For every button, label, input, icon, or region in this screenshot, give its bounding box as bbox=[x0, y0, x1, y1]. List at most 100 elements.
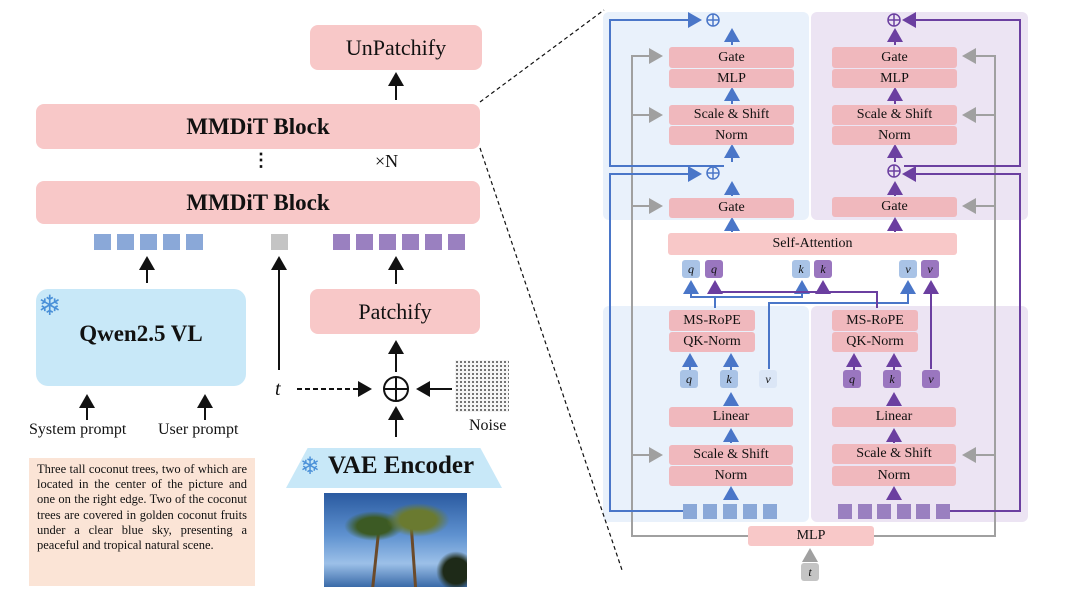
snowflake-icon: ❄ bbox=[38, 291, 62, 322]
image-linear: Linear bbox=[832, 407, 956, 427]
unpatchify-label: UnPatchify bbox=[345, 34, 447, 60]
input-image-palm-trees bbox=[324, 493, 467, 587]
text-description: Three tall coconut trees, two of which a… bbox=[29, 458, 255, 586]
label: Self-Attention bbox=[772, 236, 853, 251]
unpatchify-block: UnPatchify bbox=[310, 25, 482, 70]
text-scale-shift-top: Scale & Shift bbox=[669, 105, 794, 125]
label: MS-RoPE bbox=[846, 312, 904, 328]
image-token bbox=[448, 234, 465, 250]
label: Gate bbox=[881, 199, 908, 214]
image-token bbox=[356, 234, 373, 250]
text-token bbox=[163, 234, 180, 250]
image-v: v bbox=[922, 370, 940, 388]
image-token bbox=[896, 504, 911, 519]
timestep-token bbox=[271, 234, 288, 250]
attn-v-image: v bbox=[921, 260, 939, 278]
text-token bbox=[94, 234, 111, 250]
text-add-mid bbox=[706, 166, 720, 180]
image-gate-mid: Gate bbox=[832, 197, 957, 217]
vae-encoder-block bbox=[286, 448, 502, 488]
label: Norm bbox=[715, 127, 748, 143]
image-token bbox=[425, 234, 442, 250]
label: Norm bbox=[877, 468, 911, 483]
label: MLP bbox=[717, 70, 746, 86]
text-residual-2 bbox=[609, 12, 724, 167]
text-token bbox=[186, 234, 203, 250]
zoom-line-bottom bbox=[479, 147, 623, 571]
ellipsis: ⋮ bbox=[252, 150, 270, 170]
image-token bbox=[877, 504, 891, 519]
image-add-mid bbox=[887, 164, 901, 178]
mmdit-block-top: MMDiT Block bbox=[36, 104, 480, 149]
image-k: k bbox=[883, 370, 901, 388]
image-gate-top: Gate bbox=[832, 47, 957, 68]
image-qk-norm: QK-Norm bbox=[832, 332, 918, 352]
right-timestep-token: t bbox=[801, 563, 819, 581]
image-token bbox=[402, 234, 419, 250]
label: MLP bbox=[880, 70, 909, 86]
text-token bbox=[140, 234, 157, 250]
text-mlp: MLP bbox=[669, 69, 794, 88]
qwen-block: ❄ Qwen2.5 VL bbox=[36, 289, 246, 386]
image-scale-shift-top: Scale & Shift bbox=[832, 105, 957, 125]
image-mlp: MLP bbox=[832, 69, 957, 88]
snowflake-icon-vae: ❄ bbox=[300, 454, 321, 480]
text-scale-shift-bottom: Scale & Shift bbox=[669, 445, 793, 465]
image-token bbox=[916, 504, 930, 519]
label: QK-Norm bbox=[683, 334, 741, 349]
timestep-line-left bbox=[631, 48, 748, 537]
label: MLP bbox=[796, 528, 826, 543]
patchify-label: Patchify bbox=[358, 298, 432, 324]
label: Norm bbox=[714, 468, 748, 483]
label: Gate bbox=[881, 49, 908, 65]
timestep-label: t bbox=[275, 378, 281, 400]
text-norm-top: Norm bbox=[669, 126, 794, 145]
text-gate-top: Gate bbox=[669, 47, 794, 68]
qwen-label: Qwen2.5 VL bbox=[79, 321, 203, 346]
text-qk-norm: QK-Norm bbox=[669, 332, 755, 352]
image-residual-1 bbox=[902, 166, 1021, 512]
text-token bbox=[703, 504, 717, 519]
image-norm-bottom: Norm bbox=[832, 466, 956, 486]
mmdit-bottom-label: MMDiT Block bbox=[186, 189, 330, 215]
text-add-top bbox=[706, 13, 720, 27]
label: MS-RoPE bbox=[683, 312, 741, 328]
label: Gate bbox=[718, 200, 745, 215]
mmdit-block-bottom: MMDiT Block bbox=[36, 181, 480, 224]
text-residual-1 bbox=[609, 166, 702, 512]
image-scale-shift-bottom: Scale & Shift bbox=[832, 444, 956, 464]
vae-encoder-label: VAE Encoder bbox=[328, 452, 475, 479]
repeat-label: ×N bbox=[375, 151, 399, 171]
label: Norm bbox=[878, 127, 911, 143]
mmdit-top-label: MMDiT Block bbox=[186, 113, 330, 139]
timestep-mlp: MLP bbox=[748, 526, 874, 546]
image-token bbox=[857, 504, 872, 519]
zoom-line-top bbox=[479, 9, 605, 103]
label: Scale & Shift bbox=[856, 446, 932, 461]
timestep-line-right bbox=[874, 48, 996, 537]
image-residual-2 bbox=[902, 12, 1021, 167]
text-gate-mid: Gate bbox=[669, 198, 794, 218]
image-norm-top: Norm bbox=[832, 126, 957, 145]
attn-q-image: q bbox=[705, 260, 723, 278]
attn-v-text: v bbox=[899, 260, 917, 278]
text-token bbox=[723, 504, 737, 519]
image-token bbox=[935, 504, 950, 519]
text-token bbox=[743, 504, 757, 519]
text-token bbox=[763, 504, 777, 519]
text-token bbox=[117, 234, 134, 250]
self-attention-block: Self-Attention bbox=[668, 233, 957, 255]
system-prompt-label: System prompt bbox=[29, 421, 127, 438]
label: Gate bbox=[718, 49, 745, 65]
label: Scale & Shift bbox=[693, 107, 770, 122]
text-norm-bottom: Norm bbox=[669, 466, 793, 486]
label: Linear bbox=[875, 409, 913, 424]
label: Scale & Shift bbox=[693, 447, 769, 462]
text-v: v bbox=[759, 370, 777, 388]
text-token bbox=[683, 504, 697, 519]
image-ms-rope: MS-RoPE bbox=[832, 310, 918, 331]
image-add-top bbox=[887, 13, 901, 27]
image-q: q bbox=[843, 370, 861, 388]
label: Scale & Shift bbox=[856, 107, 933, 122]
text-ms-rope: MS-RoPE bbox=[669, 310, 755, 331]
